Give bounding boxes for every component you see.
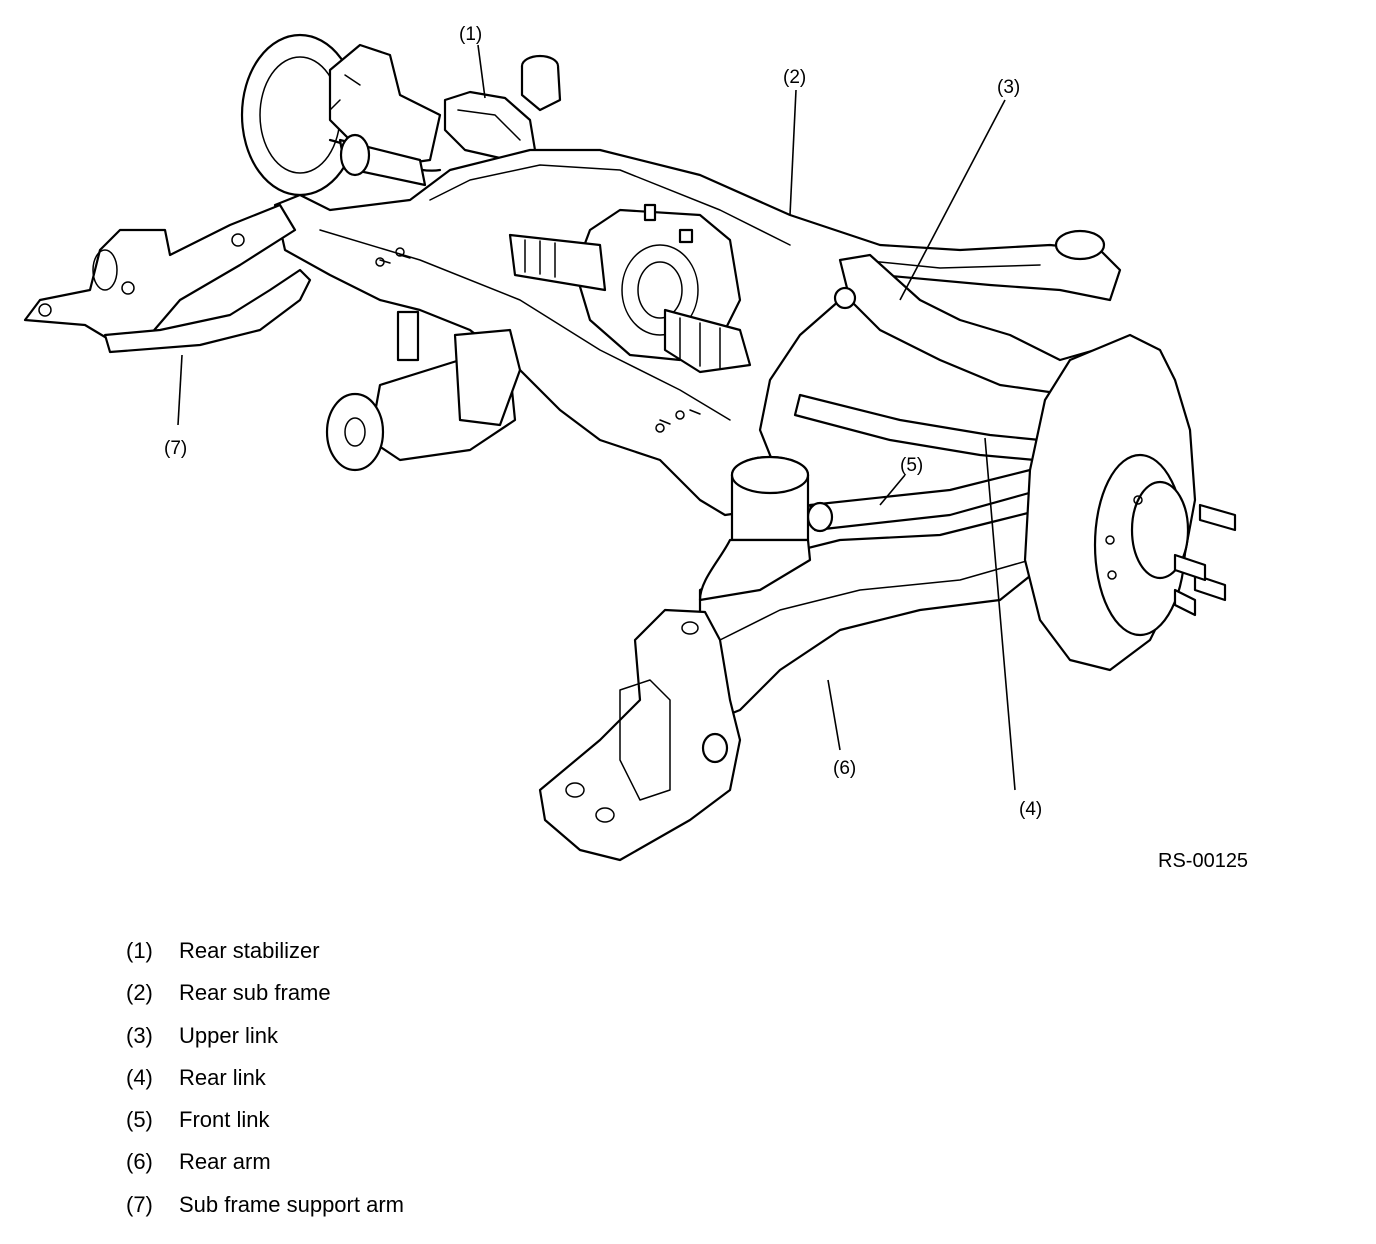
callout-5: (5) xyxy=(900,455,923,476)
rear-arm-bracket xyxy=(538,608,742,862)
right-brake-disc xyxy=(1023,333,1237,672)
legend-number: (3) xyxy=(126,1022,153,1048)
suspension-diagram: (1) (2) (3) (4) (5) (6) (7) RS-00125 xyxy=(23,24,1248,872)
callout-3: (3) xyxy=(997,77,1020,98)
legend-number: (6) xyxy=(126,1149,153,1175)
callout-7: (7) xyxy=(164,438,187,459)
callout-4: (4) xyxy=(1019,799,1042,820)
right-drive-shaft xyxy=(508,233,752,374)
figure-code: RS-00125 xyxy=(1158,850,1248,872)
shock-mount xyxy=(698,455,812,602)
legend-number: (5) xyxy=(126,1107,153,1133)
legend-label: Sub frame support arm xyxy=(179,1191,404,1217)
legend-item: (3) Upper link xyxy=(126,1021,404,1063)
callout-6: (6) xyxy=(833,758,856,779)
legend-label: Rear arm xyxy=(179,1149,271,1175)
legend-number: (4) xyxy=(126,1064,153,1090)
legend-label: Rear link xyxy=(179,1064,266,1090)
legend-label: Front link xyxy=(179,1107,270,1133)
leader-lines xyxy=(177,44,1016,791)
legend-item: (1) Rear stabilizer xyxy=(126,936,404,978)
legend-number: (1) xyxy=(126,938,153,963)
legend-item: (7) Sub frame support arm xyxy=(126,1190,404,1232)
legend: (1) Rear stabilizer (2) Rear sub frame (… xyxy=(126,936,404,1232)
rear-suspension-drawing: (1) (2) (3) (4) (5) (6) (7) RS-00125 xyxy=(23,24,1248,872)
sub-frame-support-arm xyxy=(23,203,312,354)
rubber-mount xyxy=(325,310,522,472)
rear-link xyxy=(793,393,1042,462)
legend-item: (4) Rear link xyxy=(126,1063,404,1105)
legend-number: (2) xyxy=(126,980,153,1006)
legend-label: Upper link xyxy=(179,1022,279,1048)
legend-item: (6) Rear arm xyxy=(126,1147,404,1189)
callout-1: (1) xyxy=(459,24,482,45)
left-drive-shaft xyxy=(338,133,427,187)
legend-label: Rear stabilizer xyxy=(179,938,320,963)
callout-2: (2) xyxy=(783,67,806,88)
legend-number: (7) xyxy=(126,1191,153,1217)
legend-item: (2) Rear sub frame xyxy=(126,978,404,1020)
legend-label: Rear sub frame xyxy=(179,980,331,1006)
legend-item: (5) Front link xyxy=(126,1105,404,1147)
